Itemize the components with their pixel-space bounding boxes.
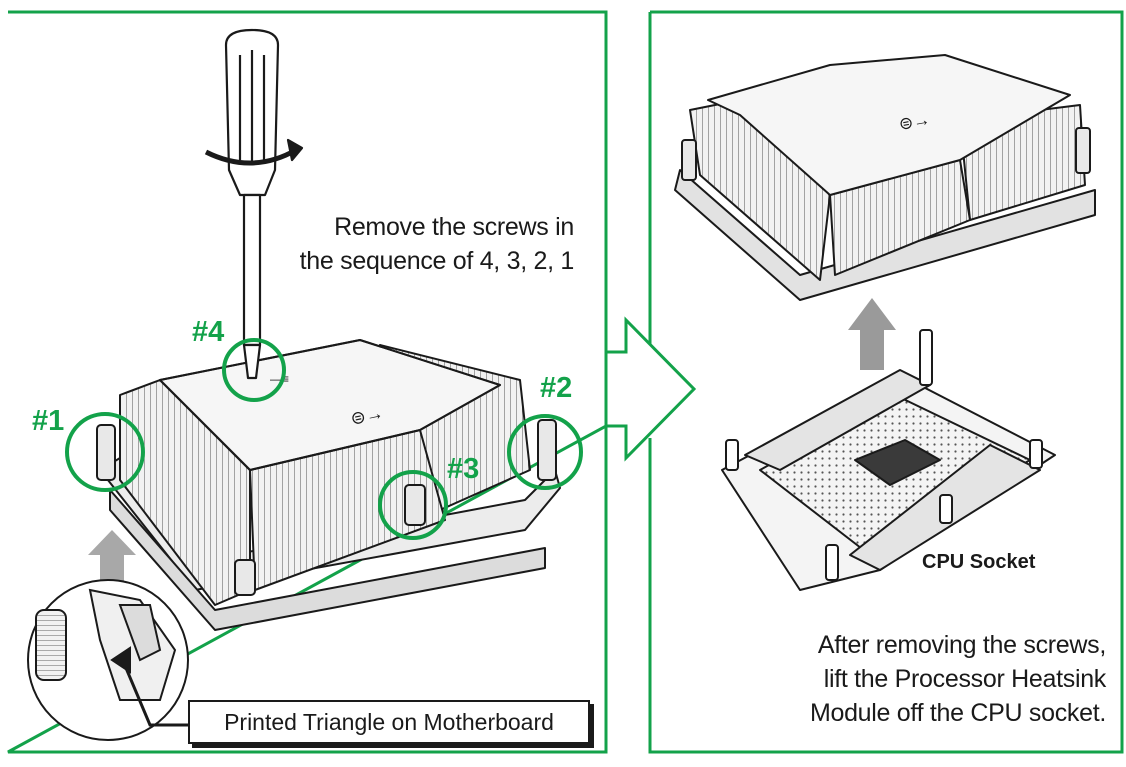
screw-circle-1 [65, 412, 145, 492]
left-panel-frame [7, 10, 608, 754]
triangle-indicator [27, 530, 189, 741]
left-instruction: Remove the screws in the sequence of 4, … [262, 210, 575, 278]
screw-circle-4 [222, 338, 286, 402]
screwdriver [204, 28, 304, 380]
right-instruction-line3: Module off the CPU socket. [809, 699, 1106, 727]
triangle-callout: Printed Triangle on Motherboard [188, 700, 590, 744]
left-instruction-line2: the sequence of 4, 3, 2, 1 [299, 247, 575, 275]
right-heatsink: ⊜→ [674, 54, 1096, 301]
screw-highlights [65, 338, 583, 540]
screw-circle-2 [507, 414, 583, 490]
cpu-socket-label: CPU Socket [922, 551, 1036, 573]
left-heatsink: ⊜→ —≡ [96, 339, 561, 631]
screw-label-1: #1 [32, 405, 65, 437]
right-panel-frame [648, 10, 1124, 754]
cpu-socket [721, 329, 1056, 591]
panel-frames [7, 10, 1124, 754]
transition-arrow [604, 316, 697, 462]
right-instruction: After removing the screws, lift the Proc… [700, 628, 1106, 730]
right-instruction-line2: lift the Processor Heatsink [823, 665, 1107, 693]
right-instruction-line1: After removing the screws, [817, 631, 1106, 659]
left-instruction-line1: Remove the screws in [334, 213, 574, 241]
lift-arrow [848, 298, 896, 370]
screw-label-3: #3 [447, 453, 480, 485]
screw-label-2: #2 [540, 372, 573, 404]
screw-label-4: #4 [192, 316, 225, 348]
screw-circle-3 [378, 470, 448, 540]
